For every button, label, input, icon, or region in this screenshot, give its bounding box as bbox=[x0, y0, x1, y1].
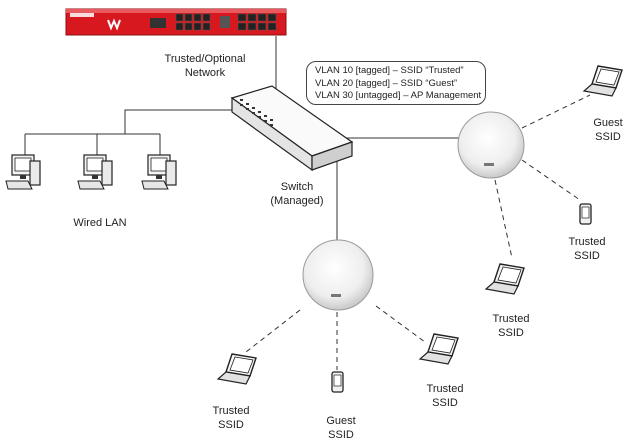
wifi-link-bottom-left bbox=[245, 309, 301, 353]
access-point-right bbox=[457, 111, 525, 179]
laptop-icon bbox=[583, 65, 623, 97]
vlan-callout: VLAN 10 [tagged] – SSID “Trusted” VLAN 2… bbox=[306, 61, 486, 105]
switch-label: Switch (Managed) bbox=[270, 181, 324, 207]
phone-icon bbox=[579, 203, 592, 225]
wireless-links bbox=[245, 94, 591, 370]
firewall-switch-link bbox=[269, 36, 277, 95]
switch-lan-link bbox=[124, 109, 245, 134]
wifi-link-phone bbox=[521, 159, 581, 201]
wifi-link-laptop bbox=[494, 179, 513, 259]
wifi-link-guest-laptop bbox=[521, 94, 591, 129]
vlan-line: VLAN 10 [tagged] – SSID “Trusted” bbox=[315, 65, 464, 76]
trusted-ssid-label: Trusted SSID bbox=[492, 313, 530, 339]
laptop-icon bbox=[485, 263, 525, 295]
brand-logo-icon bbox=[107, 18, 121, 31]
phone-icon bbox=[331, 371, 344, 393]
firewall-network-label: Trusted/Optional Network bbox=[164, 53, 246, 79]
trusted-ssid-label: Trusted SSID bbox=[212, 405, 250, 431]
guest-ssid-label: Guest SSID bbox=[593, 117, 623, 143]
guest-ssid-label: Guest SSID bbox=[326, 415, 356, 441]
vlan-line: VLAN 20 [tagged] – SSID “Guest” bbox=[315, 77, 458, 89]
wired-links bbox=[24, 36, 460, 240]
trusted-ssid-label: Trusted SSID bbox=[426, 383, 464, 409]
pc-icon bbox=[5, 154, 41, 190]
managed-switch bbox=[230, 85, 354, 172]
laptop-icon bbox=[419, 333, 459, 365]
vlan-line: VLAN 30 [untagged] – AP Management bbox=[315, 90, 482, 101]
pc-icon bbox=[141, 154, 177, 190]
firewall-appliance bbox=[65, 8, 287, 36]
access-point-bottom bbox=[302, 239, 374, 311]
trusted-ssid-label: Trusted SSID bbox=[568, 236, 606, 262]
wired-lan-label: Wired LAN bbox=[73, 217, 127, 229]
pc-icon bbox=[77, 154, 113, 190]
wifi-link-bottom-right bbox=[375, 305, 426, 343]
laptop-icon bbox=[217, 353, 257, 385]
